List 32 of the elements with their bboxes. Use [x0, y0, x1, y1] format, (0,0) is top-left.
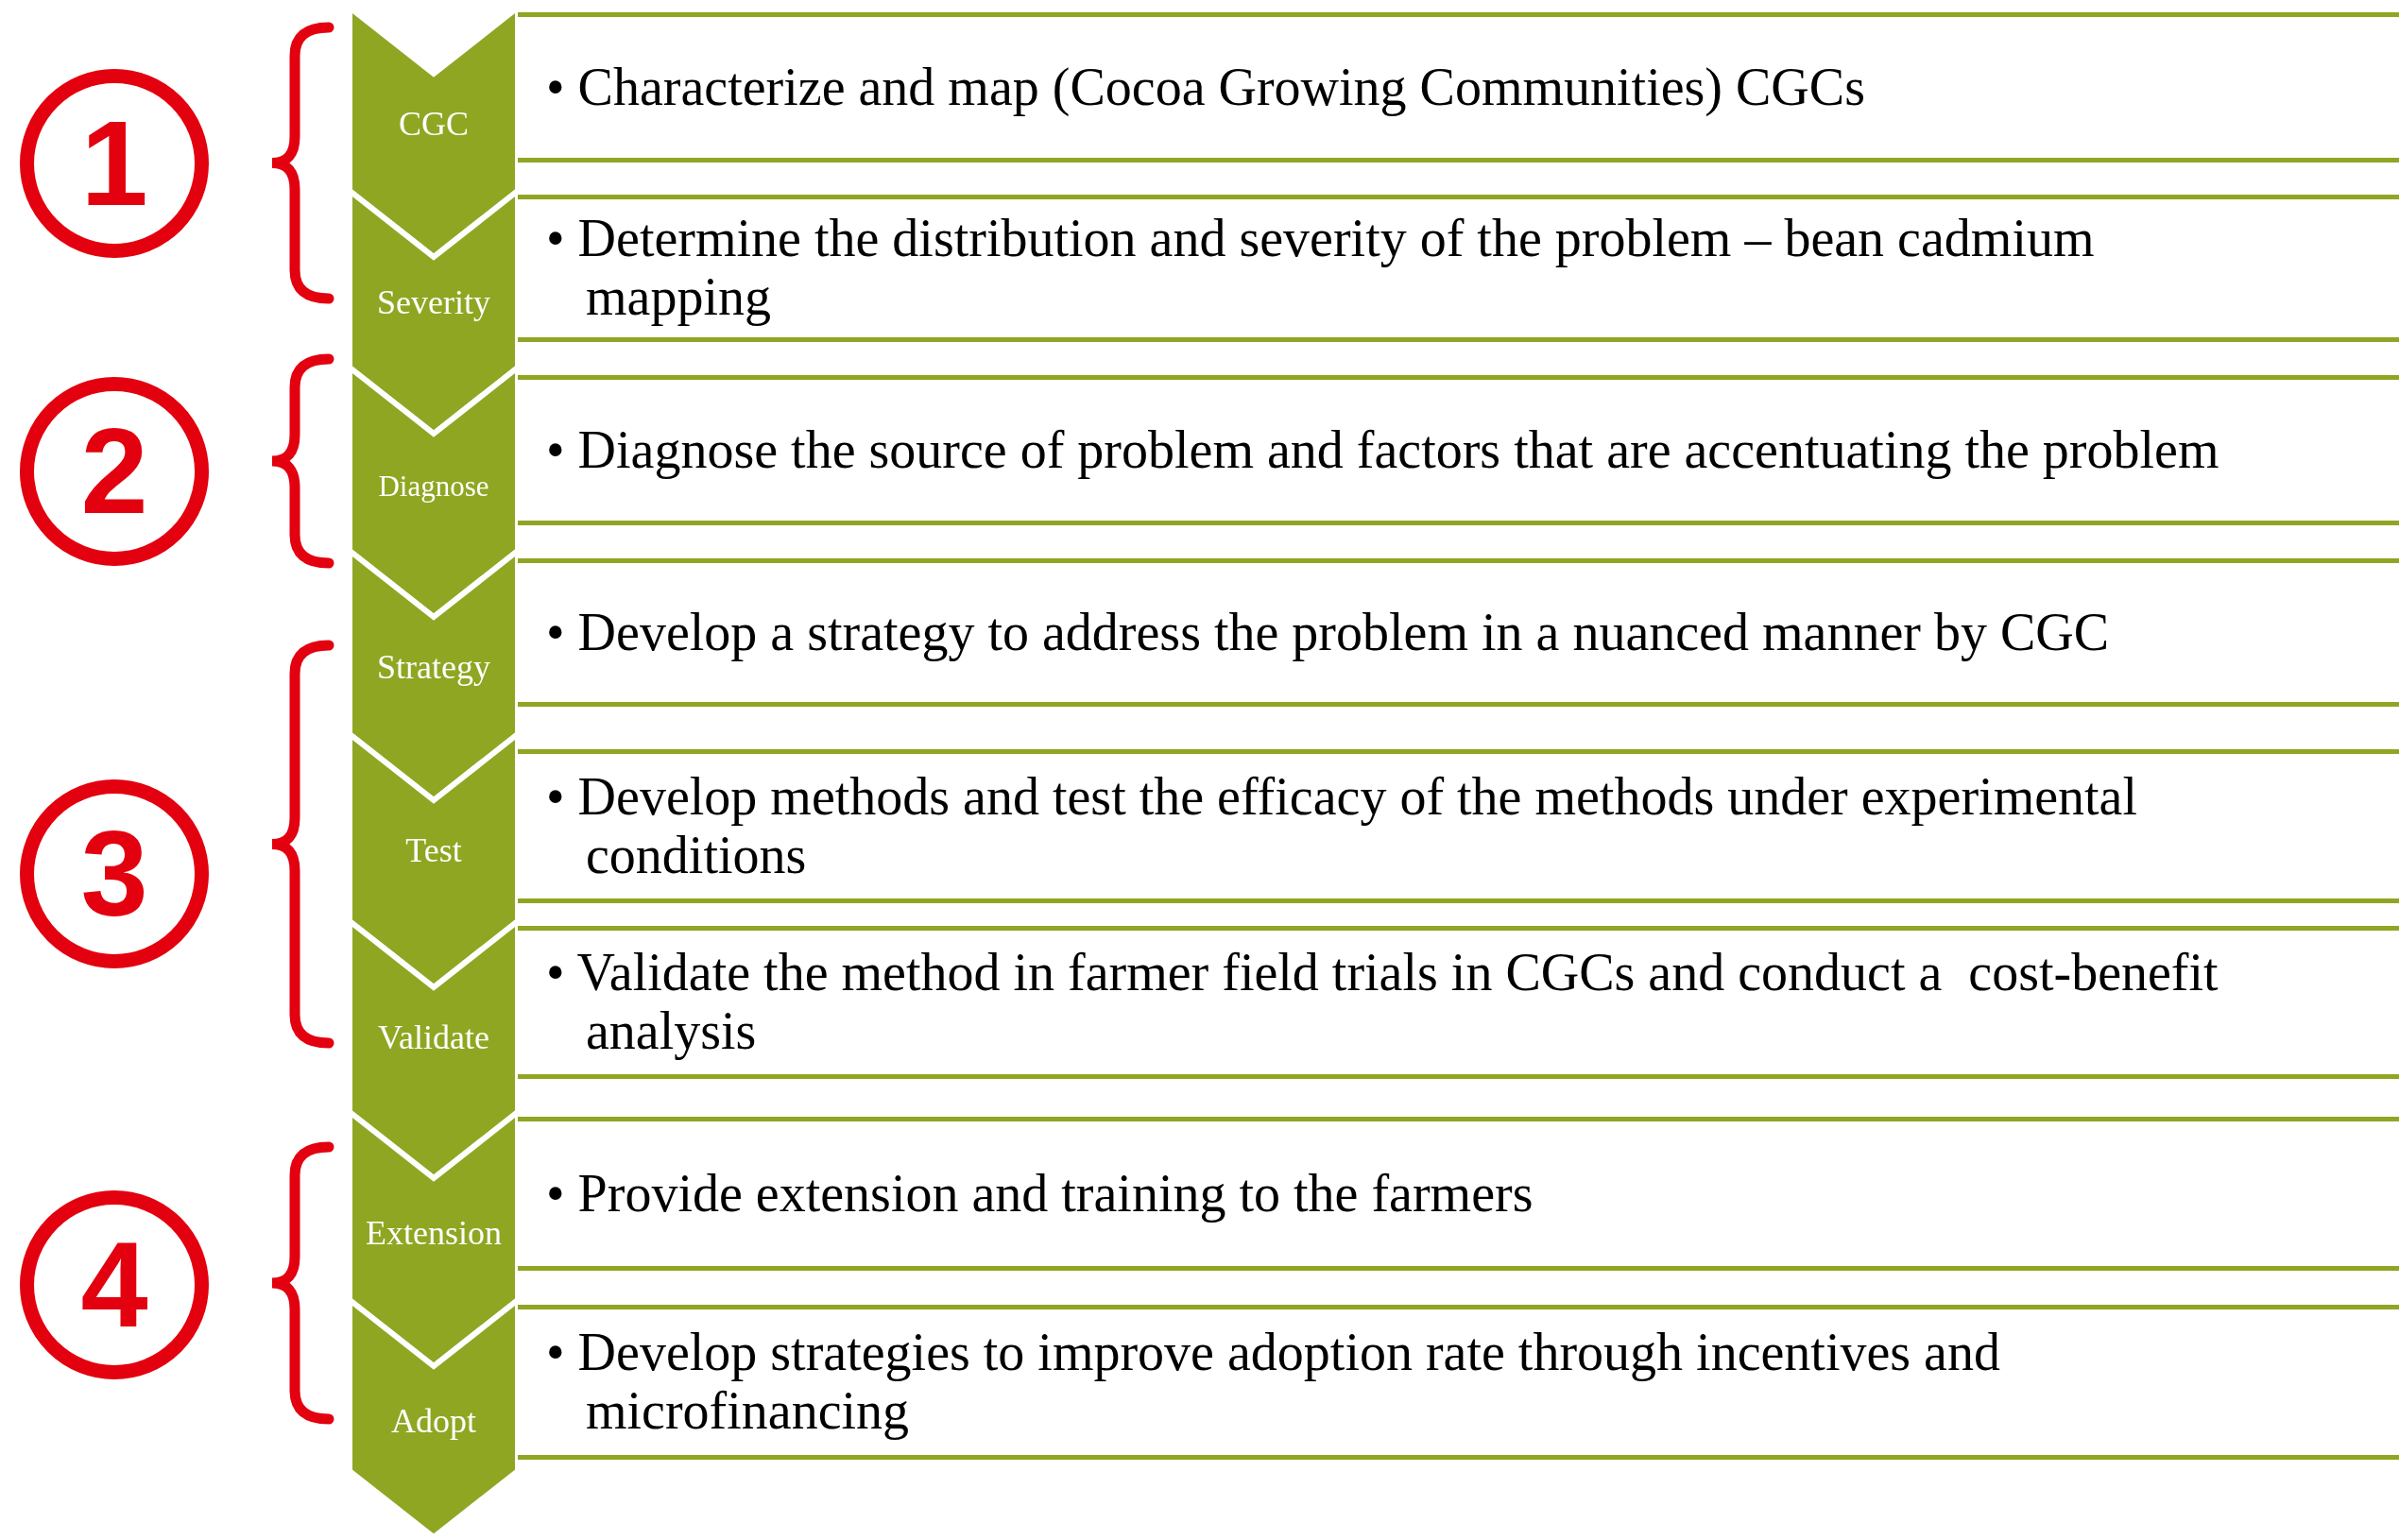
step-label: Adopt [390, 1404, 477, 1438]
step-panel [518, 926, 2399, 1079]
step-label: Diagnose [377, 471, 490, 501]
numbered-circle [20, 779, 209, 968]
step-panel [518, 195, 2399, 342]
numbered-circle [20, 69, 209, 258]
bullet-text: • Diagnose the source of problem and factors that are accentuating the problem [546, 420, 2219, 480]
step-panel [518, 1117, 2399, 1271]
step-label: Test [404, 833, 463, 867]
step-panel [518, 375, 2399, 525]
step-panel [518, 12, 2399, 163]
step-label: Strategy [376, 650, 491, 684]
step-number: 4 [80, 1224, 148, 1345]
bullet-text: • Develop a strategy to address the problem in a nuanced manner by CGC [546, 603, 2110, 662]
bullet-text: • Develop strategies to improve adoption rate through incentives and microfinancing [546, 1324, 2001, 1441]
step-label: Severity [376, 285, 491, 319]
step-panel [518, 558, 2399, 707]
bullet-text: • Provide extension and training to the farmers [546, 1164, 1534, 1223]
numbered-circle [20, 1190, 209, 1379]
step-number: 1 [80, 103, 148, 224]
bullet-text: • Characterize and map (Cocoa Growing Communities) CGCs [546, 58, 1865, 117]
step-number: 2 [80, 411, 148, 532]
step-panel [518, 749, 2399, 903]
bullet-text: • Validate the method in farmer field trials in CGCs and conduct a cost-benefit analysis [546, 944, 2219, 1061]
bullet-text: • Determine the distribution and severity of the problem – bean cadmium mapping [546, 210, 2096, 327]
step-number: 3 [80, 813, 148, 934]
step-label: CGC [398, 107, 470, 141]
step-label: Validate [377, 1020, 490, 1054]
step-panel [518, 1305, 2399, 1460]
bullet-text: • Develop methods and test the efficacy of the methods under experimental conditions [546, 767, 2139, 885]
numbered-circle [20, 377, 209, 566]
step-label: Extension [365, 1216, 503, 1250]
